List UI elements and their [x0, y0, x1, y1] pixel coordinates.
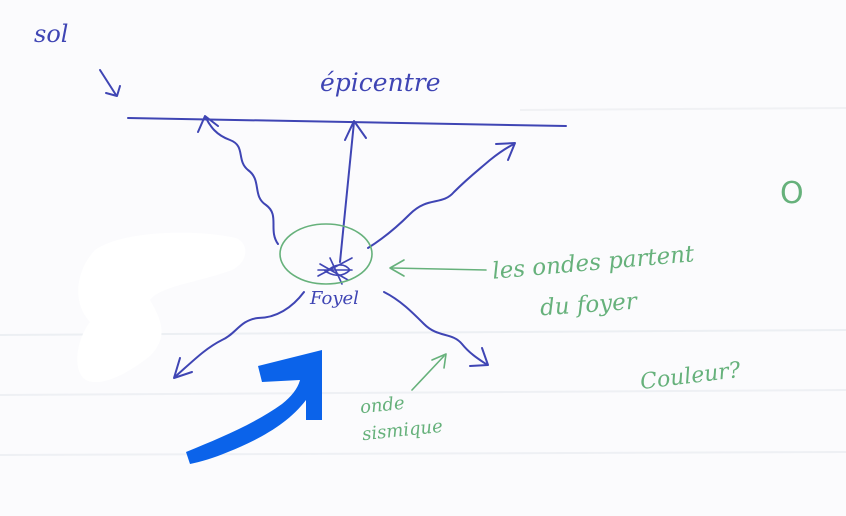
- ondes-pointer-line: [391, 267, 487, 271]
- circle-mark: O: [780, 176, 804, 211]
- down-right-arrow-line: [383, 291, 487, 365]
- focus-scribble: [317, 257, 353, 285]
- center-arrow-head: [344, 120, 367, 141]
- down-left-arrow-line: [175, 291, 305, 377]
- ground-line: [127, 117, 567, 127]
- foyer-label: Foyel: [310, 288, 359, 309]
- down-left-arrow-head: [173, 357, 193, 379]
- onde-pointer-head: [431, 353, 447, 369]
- center-arrow-line: [339, 121, 355, 263]
- epicentre-label: épicentre: [320, 68, 441, 97]
- sol-arrow-line: [99, 69, 117, 96]
- ondes-pointer-head: [389, 259, 405, 277]
- onde-pointer-line: [411, 355, 445, 391]
- down-right-arrow-head: [469, 347, 489, 367]
- left-up-arrow-head: [197, 115, 219, 133]
- focus-circle: [279, 223, 373, 285]
- right-up-arrow-line: [367, 143, 515, 249]
- sol-arrow-head: [105, 85, 121, 97]
- left-up-arrow-line: [205, 117, 279, 245]
- marker-arrow-icon: [186, 350, 322, 464]
- sol-label: sol: [34, 20, 69, 48]
- right-up-arrow-head: [495, 142, 516, 161]
